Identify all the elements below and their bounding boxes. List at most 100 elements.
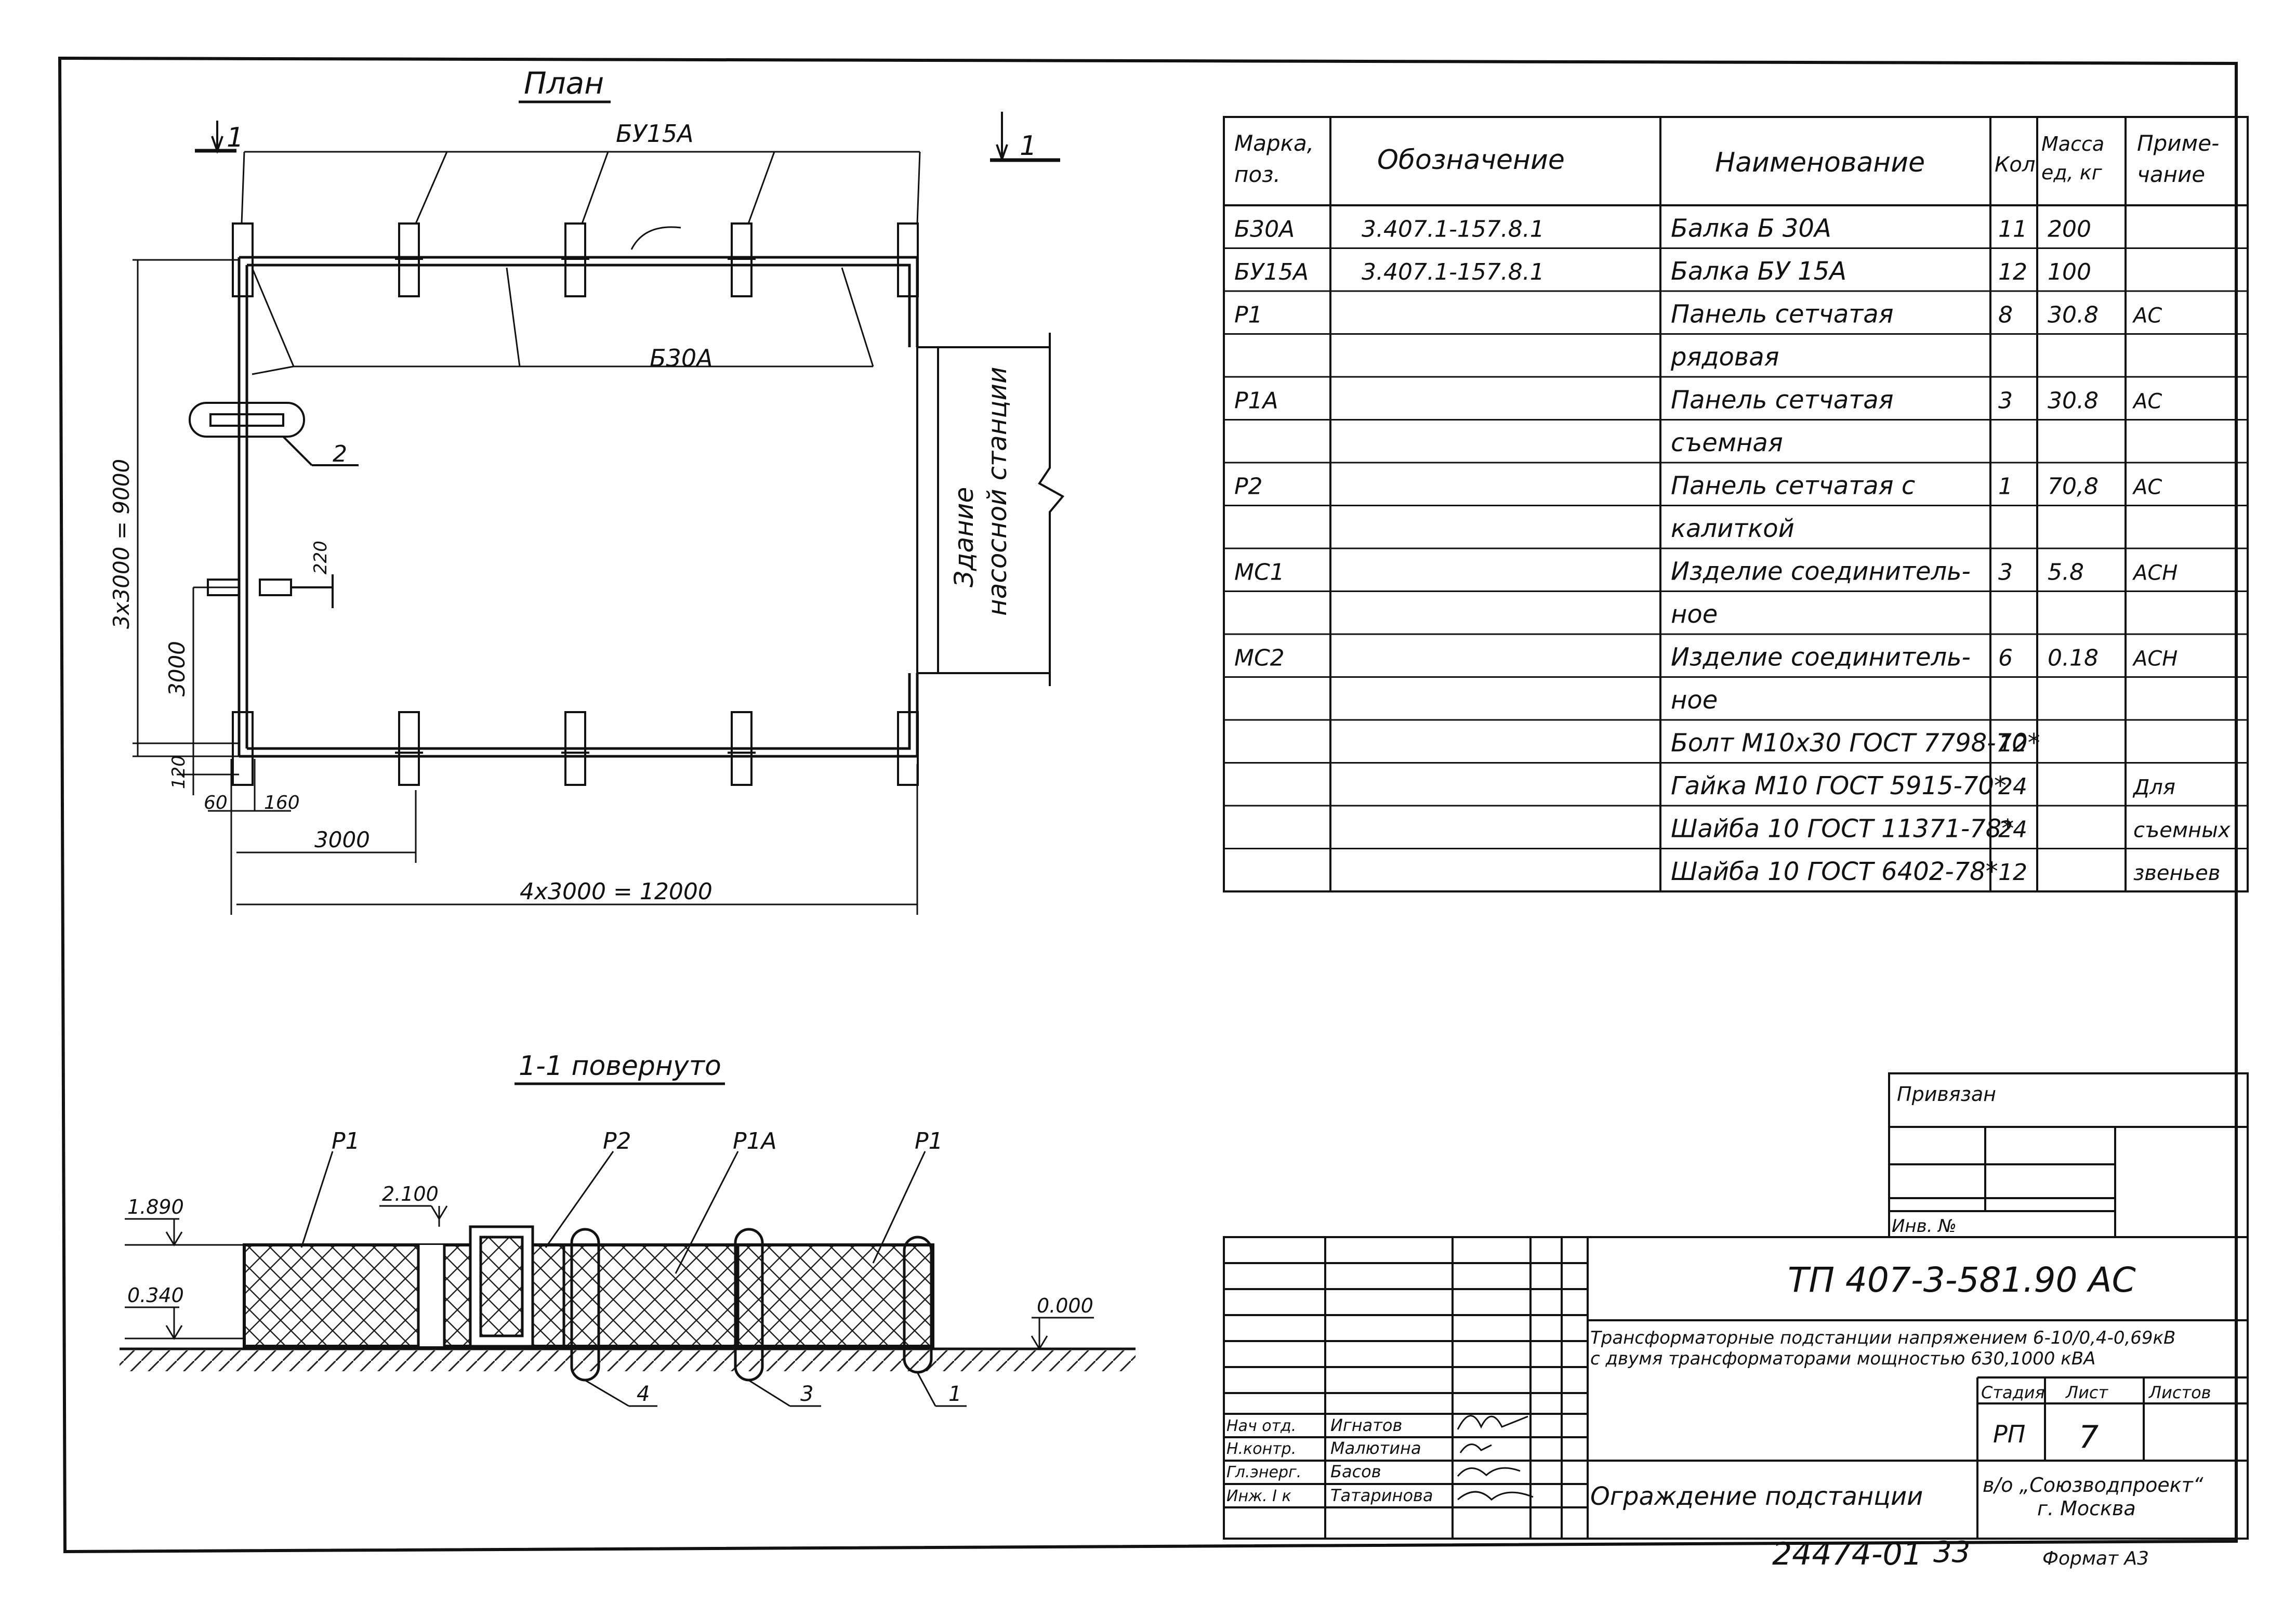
signer-name-3: Татаринова [1330, 1486, 1433, 1505]
org-line-2: г. Москва [2037, 1497, 2136, 1520]
label-p1a: Р1А [733, 1128, 777, 1154]
spec-cell: 11 [1998, 216, 2027, 243]
elev-0340: 0.340 [127, 1284, 184, 1307]
beam-label-mid: Б30А [650, 344, 713, 372]
spec-cell: 12 [1998, 731, 2027, 757]
spec-cell: АСН [2132, 647, 2178, 671]
spec-cell: 24 [1998, 773, 2027, 800]
signer-name-1: Малютина [1330, 1438, 1421, 1458]
project-desc-2: с двумя трансформаторами мощностью 630,1… [1590, 1348, 2095, 1369]
section-mark-right-label: 1 [1020, 130, 1037, 162]
spec-cell: 3.407.1-157.8.1 [1362, 216, 1545, 243]
dim-120: 120 [168, 755, 189, 789]
project-code: ТП 407-3-581.90 АС [1788, 1260, 2136, 1300]
spec-cell: Панель сетчатая [1671, 386, 1894, 415]
label-p1-left: Р1 [332, 1128, 360, 1154]
building-label-1: Здание [949, 487, 979, 587]
spec-header-mark: Марка,поз. [1234, 130, 1314, 187]
spec-cell: Болт М10х30 ГОСТ 7798-70* [1671, 729, 2040, 758]
fence-posts [417, 1225, 740, 1348]
label-p2: Р2 [603, 1128, 631, 1154]
spec-cell: Панель сетчатая [1671, 300, 1894, 329]
spec-cell: 5.8 [2048, 559, 2084, 586]
sheet-label: Лист [2065, 1383, 2108, 1402]
section-title: 1-1 повернуто [519, 1051, 721, 1082]
elev-2100: 2.100 [382, 1183, 439, 1205]
beam-label-top: БУ15А [616, 120, 694, 148]
spec-header-designation: Обозначение [1377, 145, 1565, 176]
left-connector [207, 574, 334, 608]
elev-1890: 1.890 [127, 1196, 184, 1218]
stage-label: Стадия [1981, 1383, 2045, 1402]
spec-cell: 1 [1998, 474, 2013, 500]
dim-3000: 3000 [314, 827, 370, 852]
building-label-2: насосной станции [982, 366, 1012, 616]
sheet-frame [58, 56, 2238, 1554]
spec-cell: МС1 [1234, 559, 1285, 586]
spec-cell: 3 [1998, 559, 2013, 586]
horizontal-dimensions [208, 759, 918, 915]
signer-role-3: Инж. I к [1226, 1487, 1291, 1505]
spec-cell: 30.8 [2048, 388, 2099, 414]
spec-cell: БУ15А [1234, 259, 1309, 285]
spec-cell: 8 [1998, 302, 2013, 329]
dim-60: 60 [204, 792, 228, 813]
callout-4: 4 [637, 1382, 650, 1406]
callout-1: 1 [948, 1382, 961, 1406]
pump-station-building [916, 333, 1065, 686]
footer-page: 33 [1933, 1535, 1970, 1569]
stage-value: РП [1993, 1420, 2025, 1448]
spec-cell: АСН [2132, 561, 2178, 585]
spec-cell: рядовая [1670, 343, 1779, 372]
spec-cell: АС [2132, 476, 2162, 500]
spec-cell: 24 [1998, 817, 2027, 843]
spec-cell: Р1А [1234, 388, 1278, 414]
spec-cell: Панель сетчатая с [1671, 471, 1915, 501]
beam-leaders-top [241, 151, 921, 224]
spec-cell: съемных [2133, 819, 2231, 843]
spec-cell: звеньев [2133, 861, 2220, 885]
posts-bottom-row [232, 711, 919, 786]
signer-name-2: Басов [1330, 1462, 1381, 1481]
privyazan-label: Привязан [1897, 1083, 1996, 1106]
spec-header-name: Наименование [1715, 147, 1925, 178]
plan-title: План [524, 65, 604, 101]
dim-220: 220 [310, 541, 331, 574]
spec-cell: ное [1671, 600, 1718, 629]
spec-cell: калиткой [1671, 514, 1794, 543]
spec-cell: АС [2132, 390, 2162, 414]
signer-role-2: Гл.энерг. [1226, 1463, 1301, 1481]
signer-name-0: Игнатов [1330, 1415, 1402, 1435]
section-leaders [300, 1151, 967, 1407]
spec-cell: 70,8 [2048, 474, 2099, 500]
spec-cell: Гайка М10 ГОСТ 5915-70* [1671, 771, 2007, 800]
spec-cell: ное [1671, 686, 1718, 715]
elevation-marks [125, 1205, 1094, 1350]
title-block: Привязан Инв. № [1223, 1072, 2249, 1540]
callout-3: 3 [800, 1382, 813, 1406]
spec-cell: 30.8 [2048, 302, 2099, 329]
spec-cell: 100 [2048, 259, 2091, 285]
item-callout-2: 2 [333, 441, 347, 467]
spec-cell: 200 [2048, 216, 2091, 243]
section-view: 1-1 повернуто [120, 1051, 1136, 1407]
spec-cell: 6 [1998, 645, 2013, 672]
spec-cell: Изделие соединитель- [1671, 557, 1971, 586]
spec-cell: Б30А [1234, 216, 1295, 243]
spec-cell: Балка БУ 15А [1671, 257, 1846, 286]
elev-0000: 0.000 [1037, 1294, 1093, 1317]
spec-cell: Р1 [1234, 302, 1263, 329]
sheet-value: 7 [2079, 1419, 2099, 1455]
inv-no-label: Инв. № [1892, 1216, 1957, 1237]
enclosure-walls [237, 256, 919, 758]
plan-view: План 1 1 БУ15А [109, 65, 1065, 915]
signatures [1457, 1415, 1534, 1501]
beam-leaders-mid [251, 267, 874, 375]
spec-cell: Балка Б 30А [1671, 214, 1831, 243]
posts-top-row [232, 222, 919, 297]
spec-cell: 3.407.1-157.8.1 [1362, 259, 1545, 285]
section-mark-right: 1 [990, 112, 1060, 162]
spec-cell: Для [2132, 776, 2175, 799]
footer-format: Формат А3 [2042, 1548, 2149, 1569]
